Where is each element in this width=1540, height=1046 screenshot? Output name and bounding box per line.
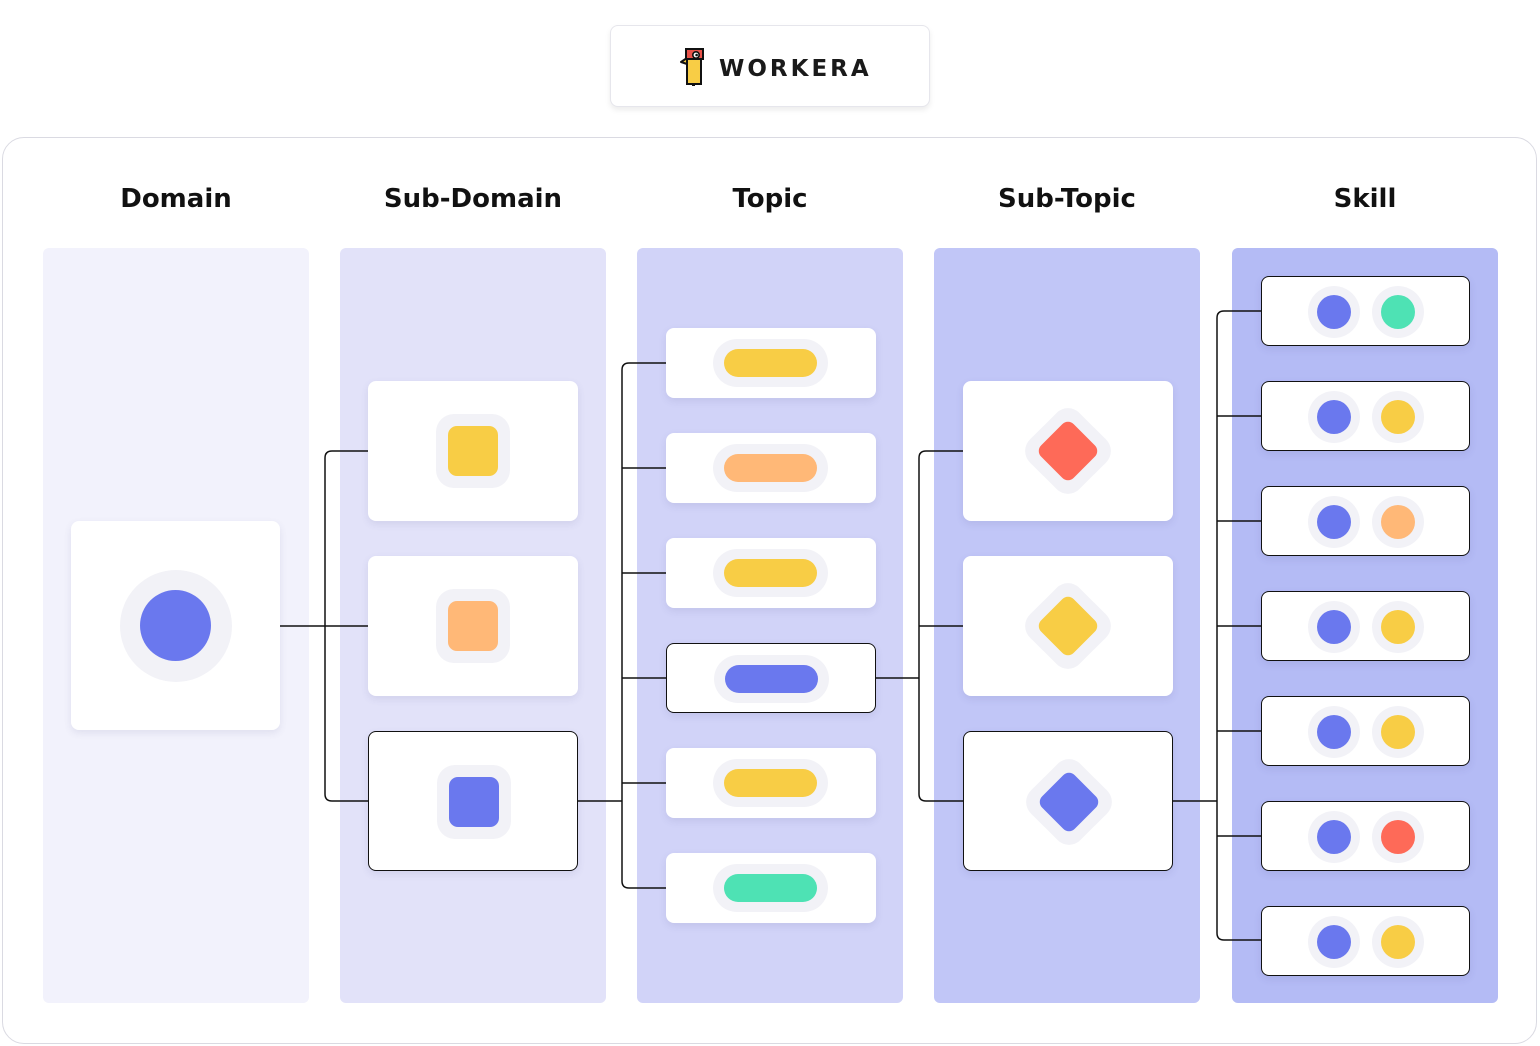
skill-dot-icon: [1381, 925, 1415, 959]
topic-card[interactable]: [666, 853, 876, 923]
sub-topic-card[interactable]: [963, 381, 1173, 521]
skill-dot-icon: [1381, 295, 1415, 329]
column-title: Sub-Domain: [383, 184, 563, 214]
topic-card[interactable]: [666, 538, 876, 608]
sub-topic-card[interactable]: [963, 556, 1173, 696]
topic-card[interactable]: [666, 643, 876, 713]
brand-logo-box: WORKERA: [610, 25, 930, 107]
skill-dot-icon: [1381, 820, 1415, 854]
column-title: Sub-Topic: [998, 184, 1136, 214]
connector-sub-domain-bracket: [324, 450, 368, 802]
brand-name: WORKERA: [719, 56, 872, 82]
skill-dot-icon: [1381, 610, 1415, 644]
skill-card[interactable]: [1261, 591, 1470, 661]
skill-dot-icon: [1381, 715, 1415, 749]
column-title: Skill: [1333, 184, 1397, 214]
pill-icon: [724, 454, 817, 482]
skill-dot-icon: [1317, 610, 1351, 644]
rounded-square-icon: [448, 426, 498, 476]
workera-bird-icon: [680, 48, 704, 86]
domain-circle-icon: [140, 590, 211, 661]
pill-icon: [724, 559, 817, 587]
skill-dot-icon: [1317, 820, 1351, 854]
rounded-square-icon: [449, 777, 499, 827]
skill-dot-icon: [1317, 400, 1351, 434]
skill-card[interactable]: [1261, 486, 1470, 556]
skill-card[interactable]: [1261, 801, 1470, 871]
pill-icon: [725, 665, 818, 693]
sub-domain-card[interactable]: [368, 381, 578, 521]
pill-icon: [724, 349, 817, 377]
skill-card[interactable]: [1261, 276, 1470, 346]
pill-icon: [724, 874, 817, 902]
sub-topic-card[interactable]: [963, 731, 1173, 871]
skill-dot-icon: [1317, 715, 1351, 749]
column-title: Domain: [120, 184, 232, 214]
domain-card[interactable]: [71, 521, 280, 730]
skill-dot-icon: [1381, 505, 1415, 539]
sub-domain-card[interactable]: [368, 556, 578, 696]
pill-icon: [724, 769, 817, 797]
skill-dot-icon: [1317, 505, 1351, 539]
skill-dot-icon: [1317, 295, 1351, 329]
topic-card[interactable]: [666, 328, 876, 398]
sub-domain-card[interactable]: [368, 731, 578, 871]
skill-card[interactable]: [1261, 696, 1470, 766]
rounded-square-icon: [448, 601, 498, 651]
skill-dot-icon: [1381, 400, 1415, 434]
topic-card[interactable]: [666, 433, 876, 503]
topic-card[interactable]: [666, 748, 876, 818]
skill-card[interactable]: [1261, 381, 1470, 451]
skill-dot-icon: [1317, 925, 1351, 959]
skill-card[interactable]: [1261, 906, 1470, 976]
column-title: Topic: [732, 184, 808, 214]
connector-topic-bracket: [621, 362, 666, 889]
